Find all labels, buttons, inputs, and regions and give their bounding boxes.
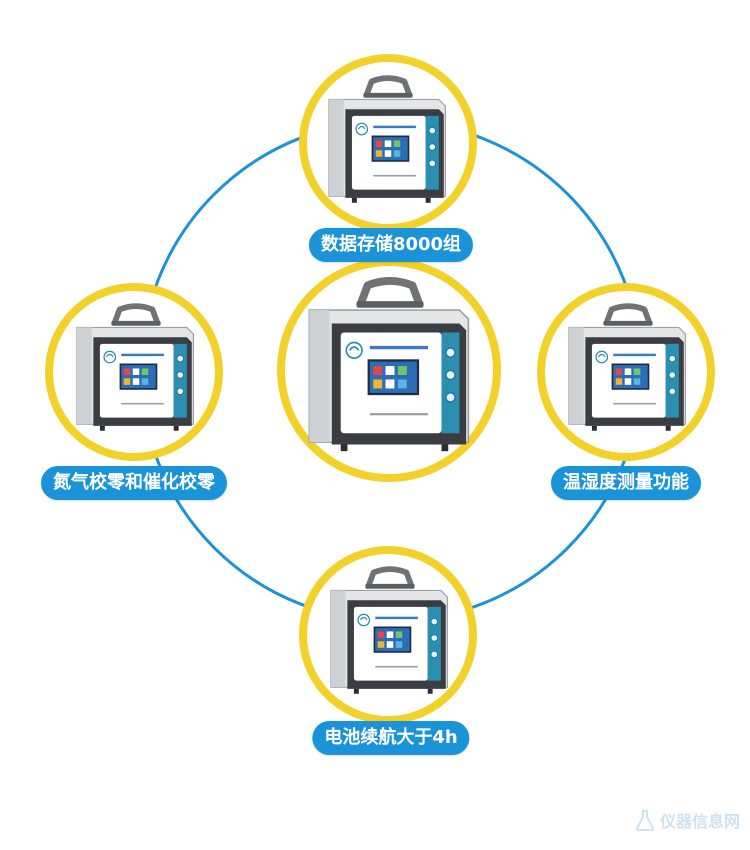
- device-circle-top: [299, 54, 477, 232]
- watermark: 仪器信息网: [634, 808, 740, 832]
- device-circle-center: [277, 258, 501, 482]
- device-circle-right: [537, 283, 715, 461]
- feature-label-temp-humidity: 温湿度测量功能: [551, 466, 701, 500]
- device-circle-left: [45, 283, 223, 461]
- feature-label-data-storage: 数据存储8000组: [308, 228, 474, 262]
- feature-label-battery-life: 电池续航大于4h: [312, 721, 470, 755]
- watermark-text: 仪器信息网: [659, 812, 740, 831]
- device-circle-bottom: [299, 546, 477, 724]
- feature-label-zero-calibration: 氮气校零和催化校零: [41, 466, 227, 500]
- flask-icon: [635, 810, 655, 831]
